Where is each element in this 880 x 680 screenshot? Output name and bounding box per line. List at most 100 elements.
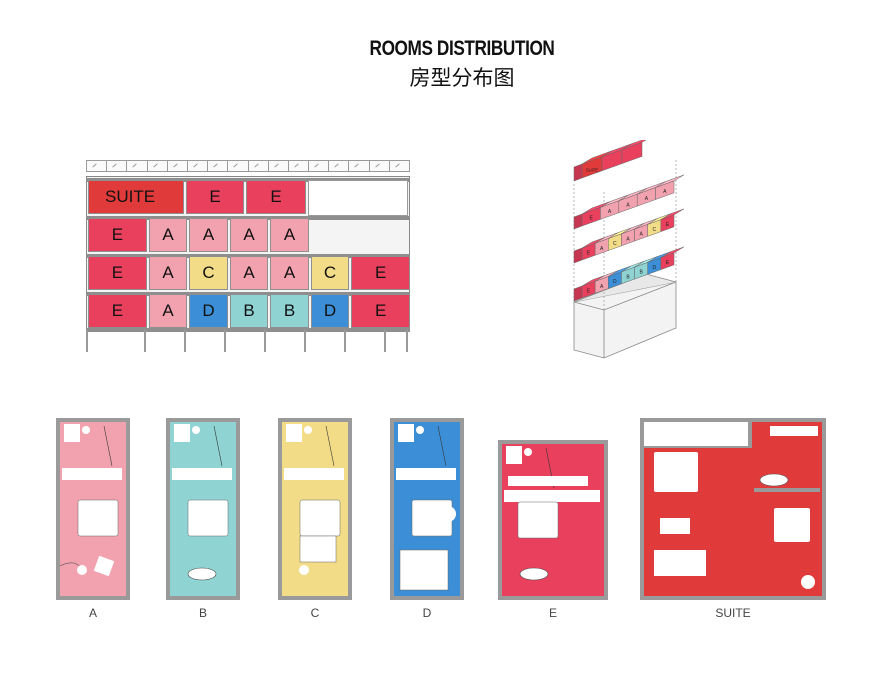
axo-room-label: A: [600, 284, 604, 290]
plan-label-d: D: [422, 606, 432, 620]
room-type-label: E: [209, 187, 221, 206]
elevation-room-e: E: [351, 294, 410, 328]
plan-label-c: C: [310, 606, 320, 620]
column-post: [224, 330, 226, 352]
axo-room-label: A: [626, 236, 630, 242]
plan-a: [56, 418, 130, 600]
parapet-panel: [368, 160, 389, 172]
parapet-panel: [126, 160, 147, 172]
plan-suite: [640, 418, 826, 600]
elevation-room-a: A: [148, 294, 188, 328]
elevation-room-d: D: [189, 294, 228, 328]
title-english: ROOMS DISTRIBUTION: [369, 37, 555, 60]
parapet-panel: [207, 160, 228, 172]
axo-level: SUITE: [573, 140, 647, 182]
elevation-room-suite: SUITE: [88, 180, 184, 214]
title-chinese: 房型分布图: [409, 66, 515, 90]
plan-label-e: E: [548, 606, 557, 620]
column-post: [406, 330, 408, 352]
elevation-room-a: A: [270, 256, 309, 290]
elevation-room-c: C: [310, 256, 350, 290]
floor-slab: [86, 328, 410, 332]
roof-parapet: [86, 160, 410, 172]
elevation-room-b: B: [270, 294, 309, 328]
room-type-label: C: [323, 263, 337, 282]
room-type-label: A: [162, 301, 174, 320]
room-type-label: E: [374, 263, 387, 282]
parapet-panel: [308, 160, 329, 172]
parapet-panel: [267, 160, 288, 172]
elevation-room-e: E: [88, 218, 147, 252]
elevation-room-a: A: [229, 256, 269, 290]
room-type-label: E: [111, 263, 124, 282]
column-post: [86, 330, 88, 352]
elevation-room-a: A: [189, 218, 228, 252]
room-type-label: A: [162, 225, 174, 244]
elevation-room-b: B: [229, 294, 269, 328]
column-post: [184, 330, 186, 352]
axo-room-label: A: [600, 246, 604, 252]
elevation-room-c: C: [189, 256, 228, 290]
elevation-room-e: E: [88, 256, 147, 290]
parapet-panel: [227, 160, 248, 172]
room-type-label: D: [323, 301, 337, 320]
plan-d: [390, 418, 464, 600]
parapet-panel: [247, 160, 268, 172]
plan-b: [166, 418, 240, 600]
room-type-label: A: [162, 263, 174, 282]
elevation-room-e: E: [351, 256, 410, 290]
room-type-label: A: [243, 225, 255, 244]
parapet-panel: [146, 160, 167, 172]
axo-room-label: E: [587, 289, 591, 295]
axo-room-label: D: [613, 279, 617, 285]
room-type-label: A: [283, 225, 296, 244]
axo-room-label: A: [663, 189, 667, 195]
axo-room-label: A: [626, 202, 630, 208]
axo-room-label: B: [639, 270, 643, 276]
room-type-label: A: [202, 225, 215, 244]
column-post: [384, 330, 386, 352]
axo-room-label: D: [652, 265, 656, 271]
axo-room-label: A: [639, 232, 643, 238]
axo-room-label: E: [666, 260, 670, 266]
room-type-label: E: [270, 187, 282, 206]
axo-room-label: SUITE: [586, 167, 599, 172]
room-type-label: E: [374, 301, 387, 320]
elevation-room-a: A: [148, 218, 188, 252]
room-type-label: C: [202, 263, 215, 282]
elevation-room-e: E: [88, 294, 147, 328]
plan-c: [278, 418, 352, 600]
room-type-label: A: [283, 263, 296, 282]
axo-room-label: A: [608, 209, 612, 215]
axo-room-label: E: [666, 222, 670, 228]
parapet-panel: [166, 160, 187, 172]
parapet-panel: [186, 160, 208, 172]
parapet-panel: [86, 160, 107, 172]
axo-room-label: C: [652, 227, 656, 233]
parapet-panel: [287, 160, 309, 172]
room-type-label: B: [283, 301, 296, 320]
column-post: [344, 330, 346, 352]
room-type-label: SUITE: [105, 187, 156, 206]
parapet-panel: [328, 160, 349, 172]
plan-e: [498, 440, 608, 600]
column-post: [144, 330, 146, 352]
elevation-room-e: E: [246, 180, 306, 214]
plan-label-suite: SUITE: [715, 606, 751, 620]
axo-room-label: E: [590, 216, 594, 222]
elevation-room-a: A: [229, 218, 269, 252]
room-type-label: D: [202, 301, 215, 320]
axo-room-label: A: [645, 196, 649, 202]
room-type-label: B: [243, 301, 255, 320]
room-type-label: E: [111, 301, 124, 320]
void-atrium: [308, 180, 408, 216]
parapet-panel: [106, 160, 127, 172]
elevation-room-e: E: [186, 180, 244, 214]
plan-label-a: A: [88, 606, 97, 620]
axo-room-label: E: [587, 251, 591, 257]
elevation-room-a: A: [270, 218, 309, 252]
